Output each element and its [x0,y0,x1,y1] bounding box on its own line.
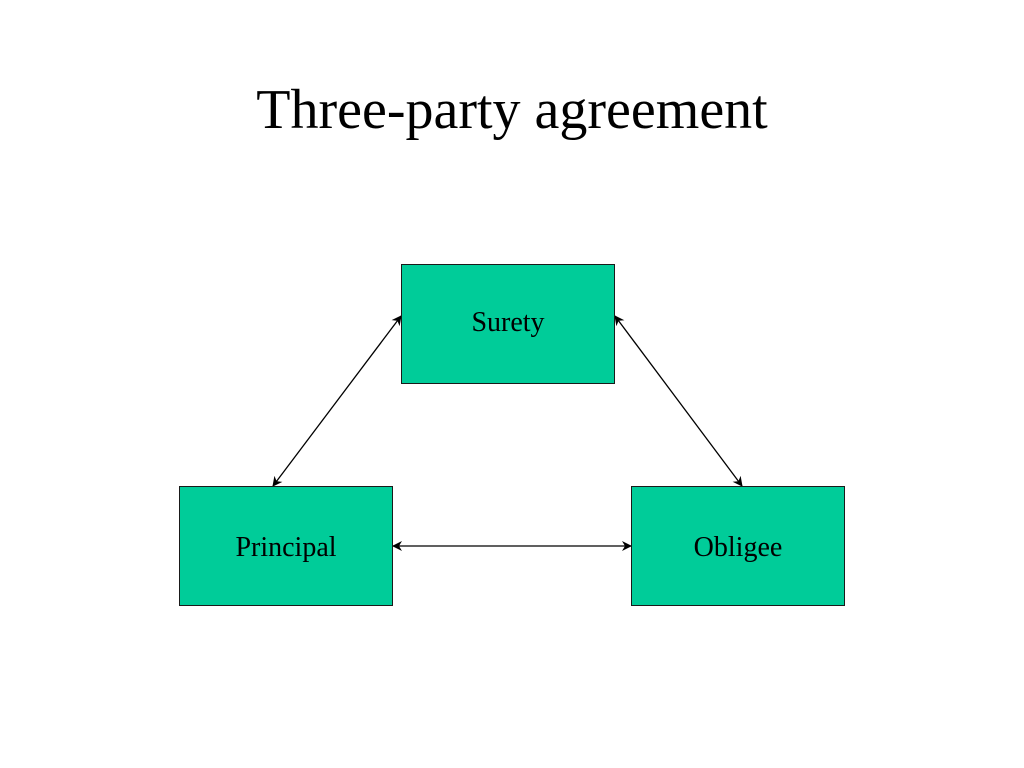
obligee-label: Obligee [693,532,783,563]
surety-box: Surety [401,264,615,384]
principal-label: Principal [235,532,337,563]
slide-title: Three-party agreement [256,79,768,141]
arrow-surety-principal [272,315,402,487]
obligee-box: Obligee [631,486,845,606]
principal-box: Principal [179,486,393,606]
surety-label: Surety [471,307,545,338]
arrow-surety-obligee [614,315,743,487]
